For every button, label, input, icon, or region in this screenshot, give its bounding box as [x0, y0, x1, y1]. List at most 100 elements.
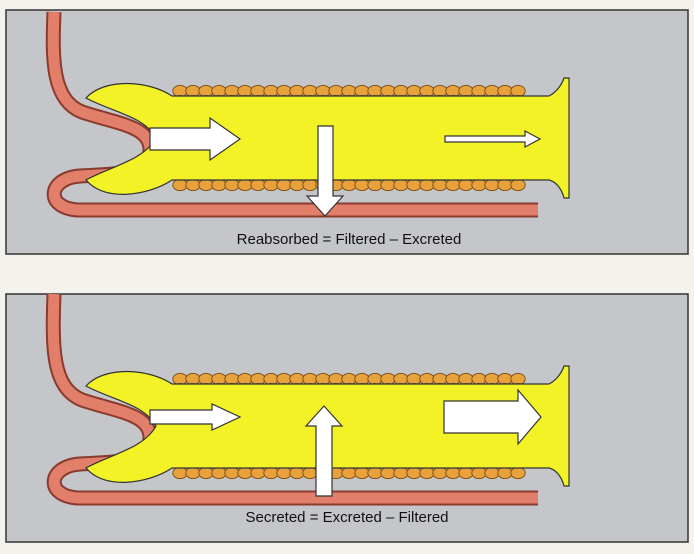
epithelial-cell	[289, 466, 305, 480]
epithelial-cell	[354, 178, 370, 192]
epithelial-cell	[510, 466, 526, 480]
epithelial-cell	[185, 178, 201, 192]
epithelial-cell	[224, 178, 240, 192]
epithelial-cell	[484, 372, 500, 386]
epithelial-cell	[393, 84, 409, 98]
epithelial-cell	[354, 466, 370, 480]
epithelial-cell	[211, 178, 227, 192]
epithelial-cell	[471, 84, 487, 98]
epithelial-cell	[237, 466, 253, 480]
epithelial-cell	[458, 372, 474, 386]
epithelial-cell	[510, 372, 526, 386]
epithelial-cell	[224, 372, 240, 386]
secretion-panel: Secreted = Excreted – Filtered	[5, 293, 689, 543]
epithelial-cell	[510, 84, 526, 98]
epithelial-cell	[302, 466, 318, 480]
epithelial-cell	[250, 84, 266, 98]
epithelial-cell	[458, 466, 474, 480]
epithelial-cell	[484, 178, 500, 192]
epithelial-cell	[302, 178, 318, 192]
epithelial-cell	[432, 372, 448, 386]
epithelial-cell	[432, 178, 448, 192]
epithelial-cell	[198, 84, 214, 98]
epithelial-cell	[211, 84, 227, 98]
epithelial-cell	[406, 84, 422, 98]
epithelial-cell	[289, 372, 305, 386]
epithelial-cell	[341, 372, 357, 386]
epithelial-cell	[172, 178, 188, 192]
epithelial-cell	[367, 466, 383, 480]
epithelial-cell	[458, 84, 474, 98]
secretion-equation: Secreted = Excreted – Filtered	[245, 509, 448, 526]
epithelial-cell	[185, 466, 201, 480]
epithelial-cell	[276, 466, 292, 480]
epithelial-cell	[211, 372, 227, 386]
epithelial-cell	[250, 372, 266, 386]
secretion-arrow-up	[304, 405, 344, 497]
epithelial-cell	[328, 372, 344, 386]
epithelial-cell	[497, 84, 513, 98]
epithelial-cell	[445, 84, 461, 98]
epithelial-cell	[471, 466, 487, 480]
epithelial-cell	[354, 84, 370, 98]
epithelial-cell	[276, 178, 292, 192]
epithelial-cell	[393, 178, 409, 192]
epithelial-cell	[510, 178, 526, 192]
epithelial-cell	[198, 178, 214, 192]
epithelial-cell	[276, 372, 292, 386]
epithelial-cell	[393, 372, 409, 386]
epithelial-cell	[237, 372, 253, 386]
epithelial-cell	[380, 84, 396, 98]
epithelial-cell	[289, 178, 305, 192]
epithelial-cell	[419, 466, 435, 480]
epithelial-cell	[250, 178, 266, 192]
epithelial-cell	[380, 178, 396, 192]
epithelial-cell	[432, 84, 448, 98]
epithelial-cell	[185, 84, 201, 98]
epithelial-cell	[367, 84, 383, 98]
epithelial-cell	[419, 372, 435, 386]
epithelial-cell	[367, 178, 383, 192]
epithelial-cell	[393, 466, 409, 480]
epithelial-cell	[224, 466, 240, 480]
epithelial-cell	[406, 178, 422, 192]
epithelial-cell	[172, 372, 188, 386]
epithelial-cell	[237, 84, 253, 98]
epithelial-cell	[432, 466, 448, 480]
epithelial-cell	[406, 372, 422, 386]
epithelial-cell	[250, 466, 266, 480]
epithelial-cell	[406, 466, 422, 480]
epithelial-cell	[484, 84, 500, 98]
epithelial-cell	[263, 84, 279, 98]
epithelial-cell	[276, 84, 292, 98]
filtration-arrow	[149, 403, 242, 431]
excretion-arrow	[444, 130, 542, 148]
epithelial-cell	[497, 372, 513, 386]
epithelial-cell	[172, 84, 188, 98]
epithelial-cell	[237, 178, 253, 192]
epithelial-cell	[367, 372, 383, 386]
epithelial-cell	[380, 466, 396, 480]
reabsorption-panel: Reabsorbed = Filtered – Excreted	[5, 9, 689, 255]
epithelial-cell	[497, 178, 513, 192]
reabsorption-equation: Reabsorbed = Filtered – Excreted	[237, 231, 462, 248]
epithelial-cell	[445, 178, 461, 192]
epithelial-cell	[341, 84, 357, 98]
epithelial-cell	[263, 466, 279, 480]
epithelial-cell	[263, 178, 279, 192]
epithelial-cell	[445, 372, 461, 386]
filtration-arrow	[149, 116, 242, 162]
epithelial-cell	[302, 84, 318, 98]
epithelial-cell	[341, 466, 357, 480]
epithelial-cell	[471, 178, 487, 192]
excretion-arrow	[443, 388, 542, 446]
epithelial-cell	[380, 372, 396, 386]
epithelial-cell	[211, 466, 227, 480]
epithelial-cell	[315, 84, 331, 98]
epithelial-cell	[198, 372, 214, 386]
epithelial-cell	[458, 178, 474, 192]
epithelial-cell	[172, 466, 188, 480]
epithelial-cell	[471, 372, 487, 386]
epithelial-cell	[419, 178, 435, 192]
epithelial-cell	[328, 84, 344, 98]
